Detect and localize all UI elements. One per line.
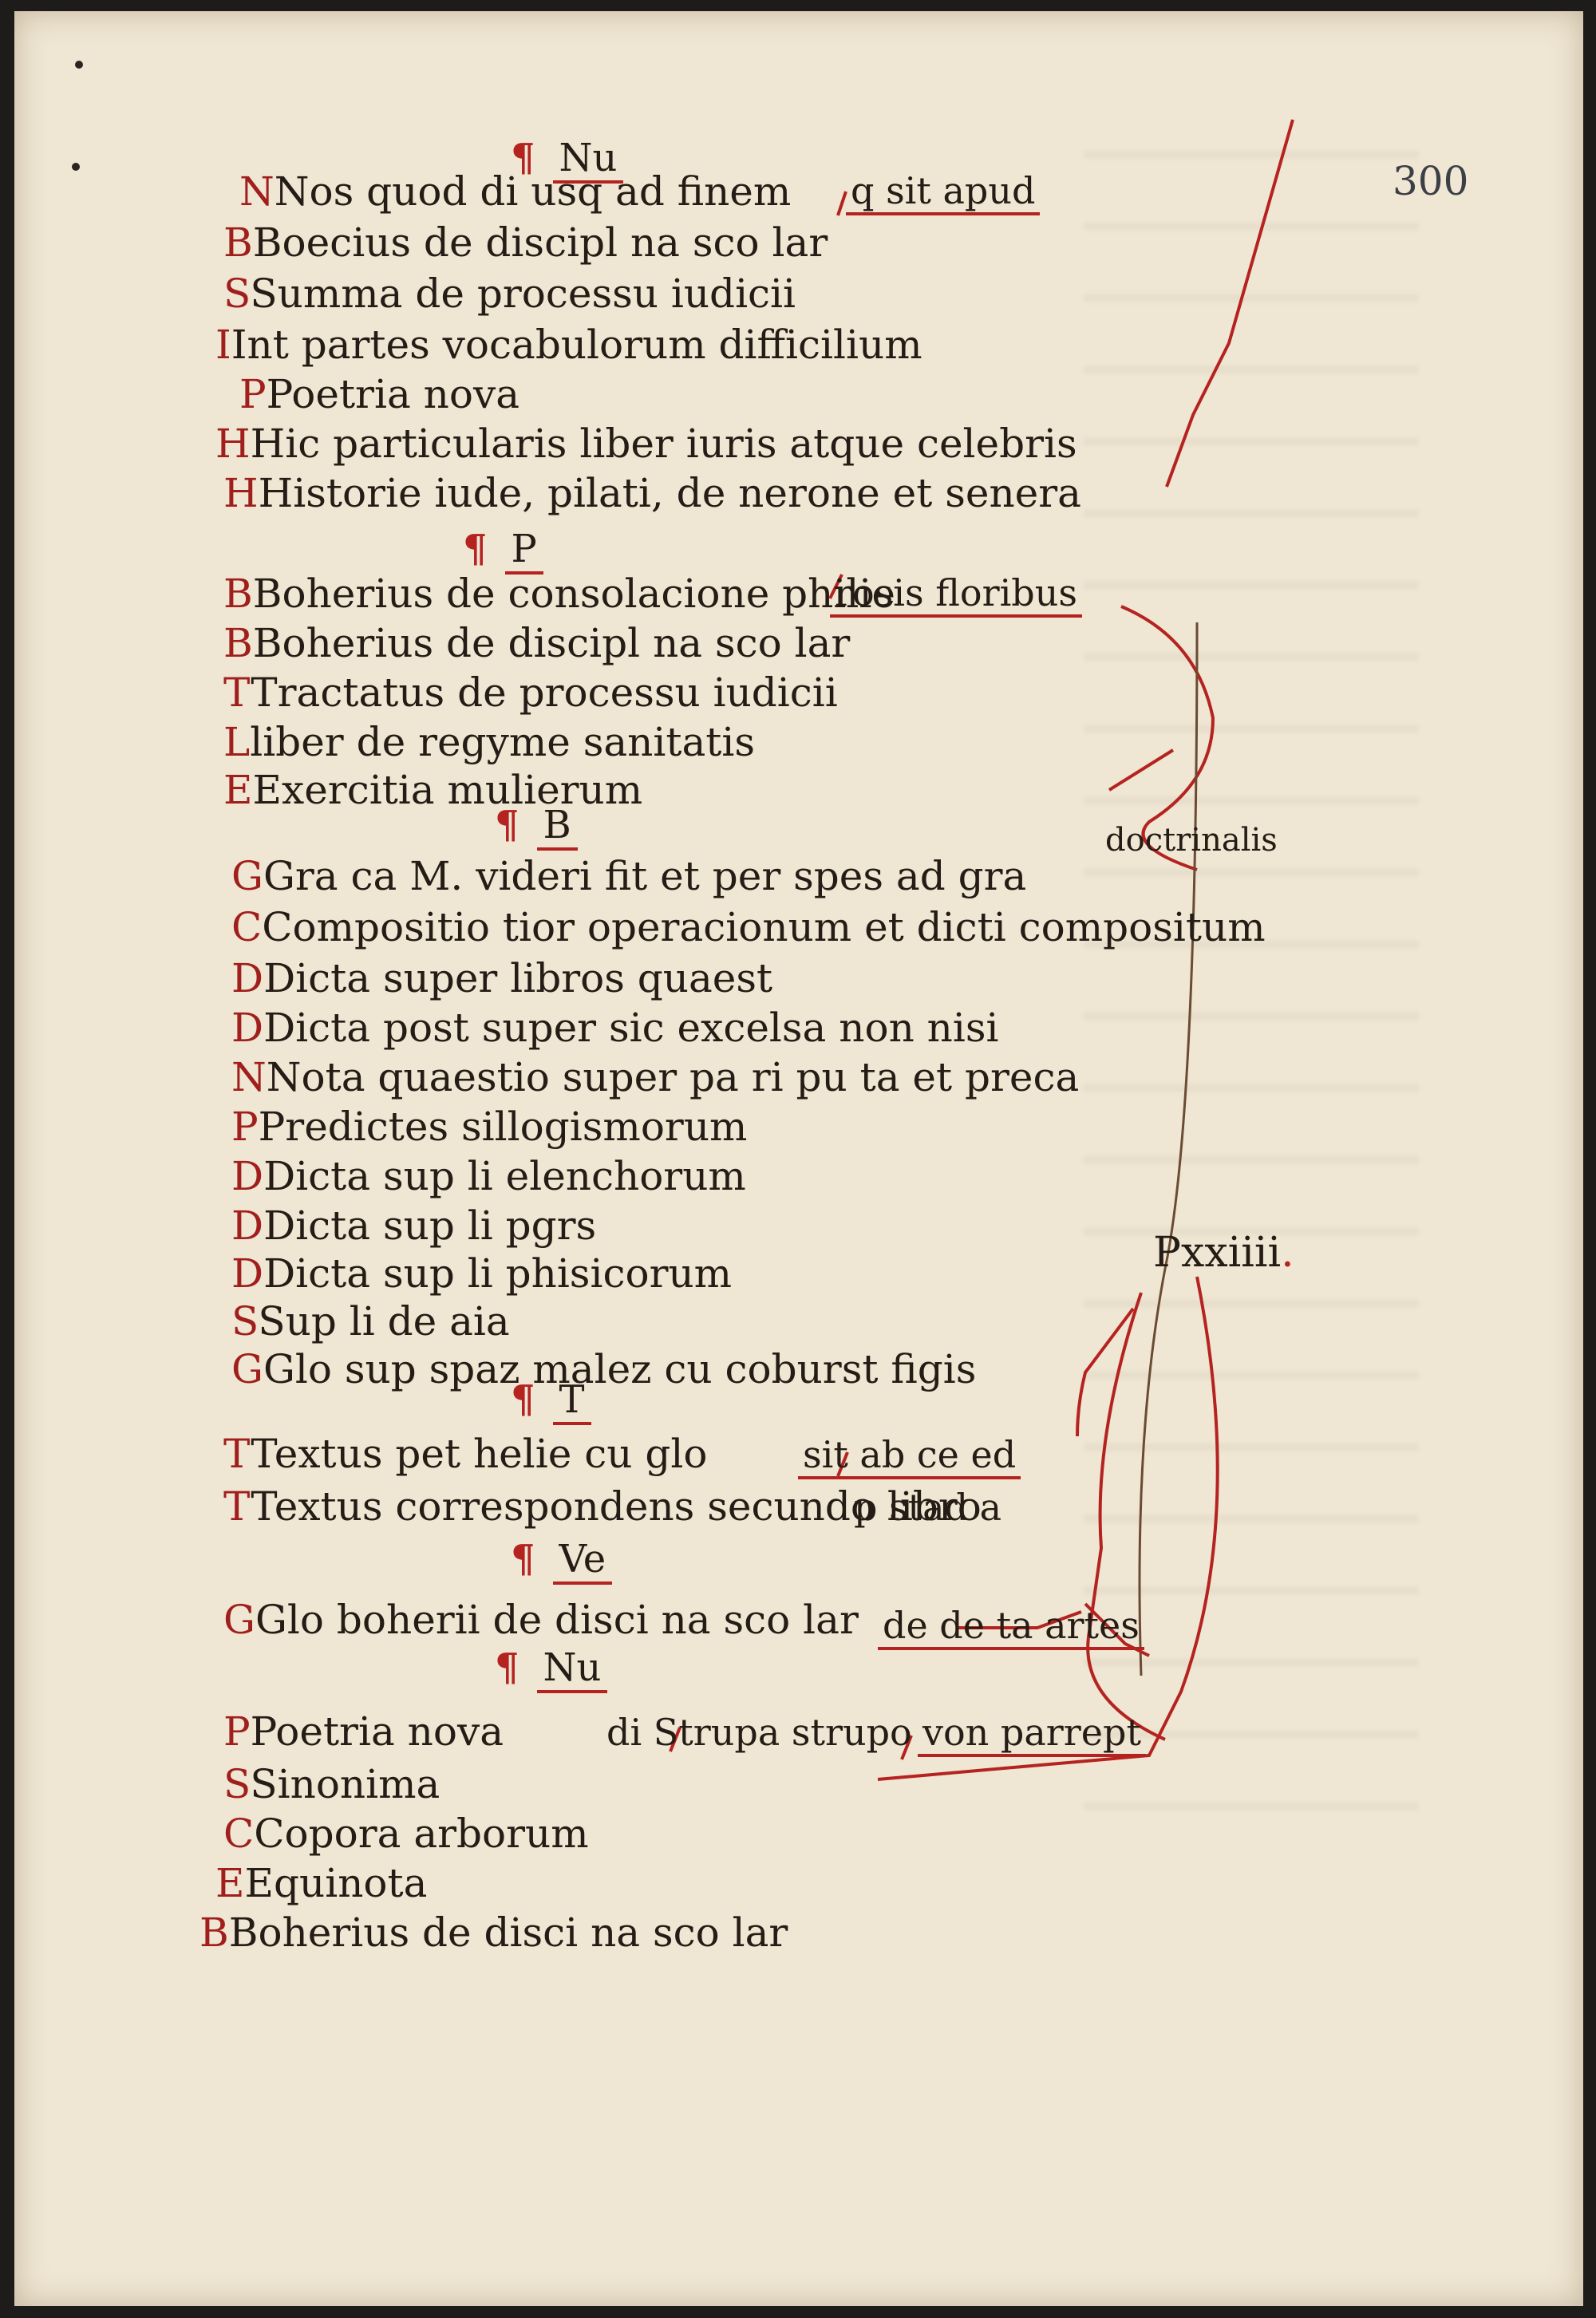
- margin-note: di Strupa strupo: [606, 1711, 912, 1754]
- list-item: GGlo boherii de disci na sco lar: [223, 1597, 859, 1643]
- list-item: GGra ca M. videri fit et per spes ad gra: [231, 853, 1027, 899]
- list-item: DDicta sup li pgrs: [231, 1202, 597, 1249]
- list-item: EEquinota: [215, 1860, 428, 1906]
- list-item: SSup li de aia: [231, 1298, 510, 1345]
- list-item: NNos quod di usq ad finem: [239, 168, 792, 215]
- margin-note: p stad a: [854, 1486, 1002, 1529]
- list-item: DDicta sup li phisicorum: [231, 1250, 733, 1297]
- list-item: HHistorie iude, pilati, de nerone et sen…: [223, 470, 1081, 516]
- section-heading: ¶T: [511, 1377, 591, 1425]
- list-item: TTextus pet helie cu glo: [223, 1431, 708, 1477]
- list-item: NNota quaestio super pa ri pu ta et prec…: [231, 1054, 1080, 1100]
- list-item: BBoecius de discipl na sco lar: [223, 219, 828, 266]
- list-item: TTractatus de processu iudicii: [223, 669, 838, 716]
- bracket-line-lower: [1086, 1292, 1166, 1741]
- list-item: DDicta super libros quaest: [231, 955, 773, 1001]
- list-item: BBoherius de consolacione philie: [223, 571, 895, 617]
- bracket-line-middle: [1120, 605, 1215, 871]
- bracket-line-lower-2: [1076, 1307, 1135, 1437]
- list-item: BBoherius de disci na sco lar: [200, 1909, 788, 1956]
- list-item: PPoetria nova: [223, 1708, 504, 1755]
- list-item: PPredictes sillogismorum: [231, 1104, 748, 1150]
- folio-number: 300: [1393, 158, 1469, 204]
- list-item: DDicta sup li elenchorum: [231, 1153, 746, 1199]
- margin-note: sit ab ce ed: [798, 1433, 1021, 1479]
- list-item: HHic particularis liber iuris atque cele…: [215, 421, 1077, 467]
- section-heading: ¶B: [495, 803, 578, 851]
- binding-holes: [64, 43, 88, 187]
- list-item: DDicta post super sic excelsa non nisi: [231, 1005, 999, 1051]
- section-heading: ¶Nu: [495, 1645, 608, 1693]
- manuscript-page: [14, 11, 1583, 2306]
- list-item: IInt partes vocabulorum difficilium: [215, 322, 922, 368]
- margin-note: q sit apud: [846, 169, 1041, 215]
- list-item: SSumma de processu iudicii: [223, 270, 796, 317]
- section-heading: ¶Ve: [511, 1537, 613, 1585]
- margin-note: rosis floribus: [830, 571, 1082, 618]
- list-item: EExercitia mulierum: [223, 767, 643, 813]
- list-item: BBoherius de discipl na sco lar: [223, 620, 851, 666]
- list-item: PPoetria nova: [239, 371, 520, 417]
- section-heading: ¶Nu: [511, 136, 624, 184]
- shelfmark: Pxxiiii.: [1153, 1229, 1294, 1277]
- margin-note: de de ta artes: [878, 1604, 1144, 1650]
- connector-line: [1138, 622, 1199, 1676]
- bracket-line-lower-4: [1084, 1602, 1150, 1657]
- list-item: GGlo sup spaz malez cu coburst figis: [231, 1346, 977, 1392]
- list-item: TTextus correspondens secundo libro: [223, 1483, 982, 1530]
- list-item: Lliber de regyme sanitatis: [223, 719, 756, 765]
- bracket-stub: [1108, 748, 1175, 792]
- margin-note: doctrinalis: [1105, 822, 1278, 859]
- section-heading: ¶P: [463, 527, 543, 575]
- bracket-line-lower-3: [877, 1276, 1219, 1781]
- bracket-line-top: [1165, 119, 1294, 488]
- list-item: CCompositio tior operacionum et dicti co…: [231, 904, 1266, 950]
- margin-note: von parrept: [918, 1711, 1146, 1757]
- list-item: CCopora arborum: [223, 1811, 589, 1857]
- bracket-line-lower-5: [958, 1610, 1082, 1629]
- list-item: SSinonima: [223, 1761, 440, 1807]
